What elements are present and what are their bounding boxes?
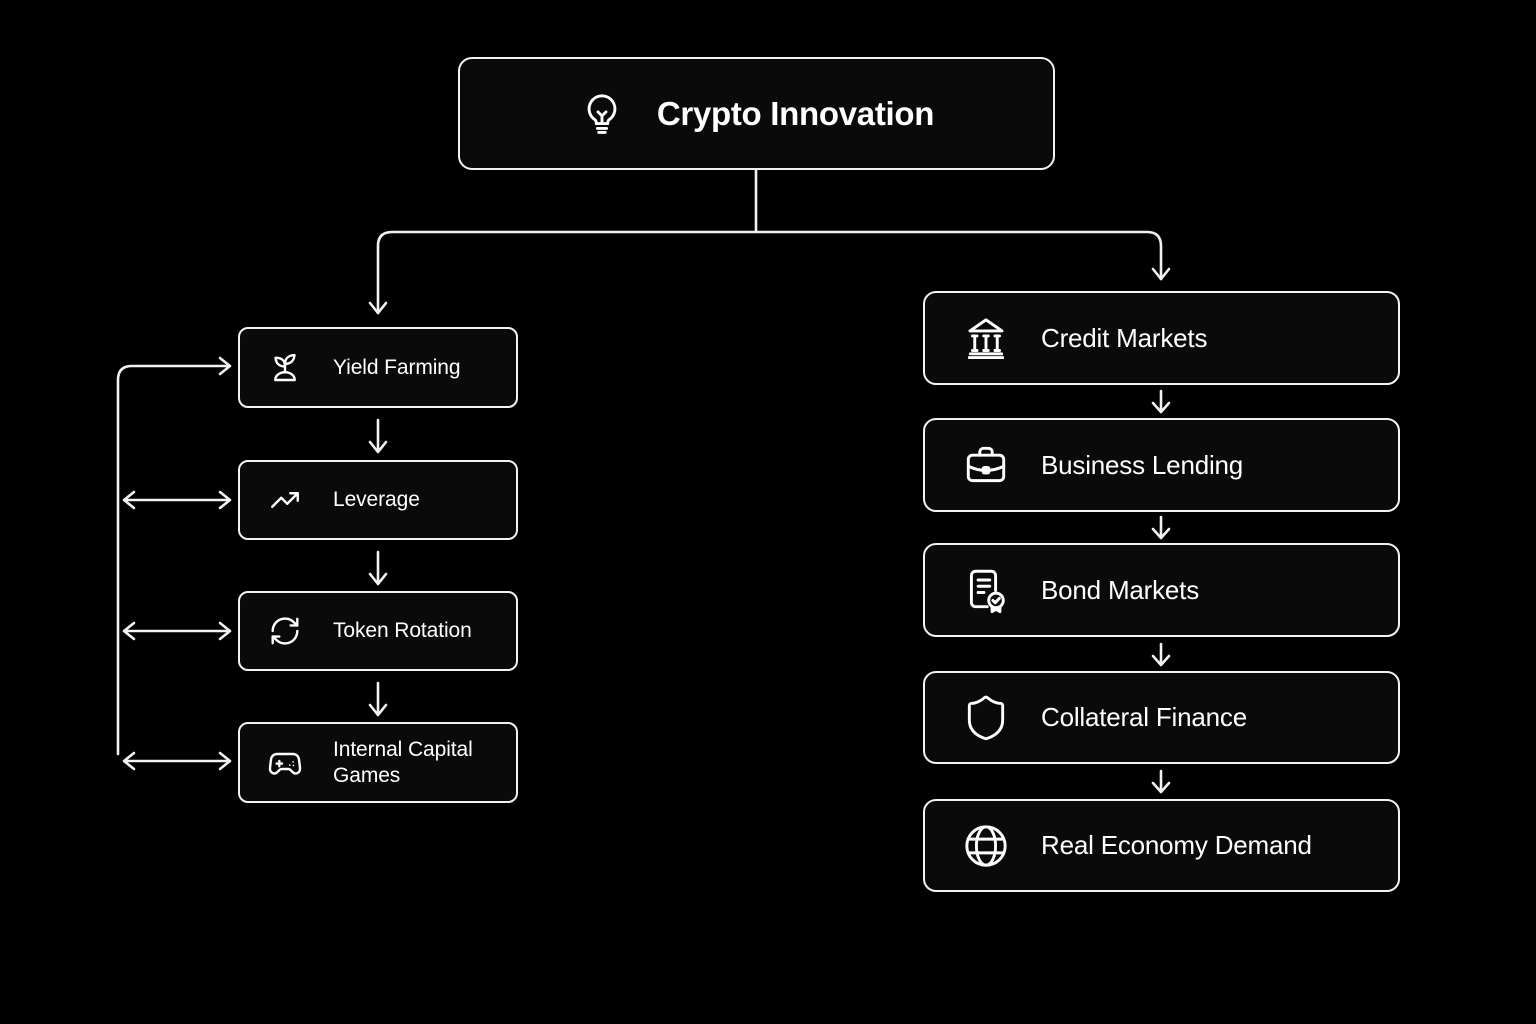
feedback-arrow-leverage xyxy=(122,490,232,510)
shield-icon xyxy=(961,693,1011,743)
node-real-economy-demand: Real Economy Demand xyxy=(923,799,1400,892)
arrow-leverage-to-token xyxy=(368,550,388,586)
briefcase-icon xyxy=(961,440,1011,490)
arrow-collateral-to-real xyxy=(1151,769,1171,794)
globe-icon xyxy=(961,821,1011,871)
connector-root-branch xyxy=(376,168,1163,315)
feedback-arrow-games xyxy=(122,751,232,771)
node-bond-markets: Bond Markets xyxy=(923,543,1400,637)
node-label: Token Rotation xyxy=(333,619,472,643)
node-yield-farming: Yield Farming xyxy=(238,327,518,408)
node-label: Collateral Finance xyxy=(1041,702,1247,732)
trending-up-icon xyxy=(267,482,303,518)
node-label: Yield Farming xyxy=(333,355,461,379)
node-label: Internal Capital Games xyxy=(333,738,473,787)
feedback-arrow-token xyxy=(122,621,232,641)
arrow-bond-to-collateral xyxy=(1151,642,1171,667)
arrow-token-to-games xyxy=(368,681,388,717)
sprout-icon xyxy=(267,350,303,386)
node-crypto-innovation: Crypto Innovation xyxy=(458,57,1055,170)
node-leverage: Leverage xyxy=(238,460,518,540)
node-collateral-finance: Collateral Finance xyxy=(923,671,1400,764)
arrowhead-branch-right xyxy=(1151,267,1171,281)
node-business-lending: Business Lending xyxy=(923,418,1400,512)
gamepad-icon xyxy=(267,745,303,781)
node-label: Business Lending xyxy=(1041,449,1244,480)
arrow-credit-to-business xyxy=(1151,389,1171,414)
arrow-yield-to-leverage xyxy=(368,418,388,454)
feedback-loop-line xyxy=(116,356,232,756)
arrowhead-branch-left xyxy=(368,301,388,315)
lightbulb-icon xyxy=(579,91,625,137)
node-credit-markets: Credit Markets xyxy=(923,291,1400,385)
node-label: Credit Markets xyxy=(1041,322,1208,353)
node-label: Crypto Innovation xyxy=(656,94,935,132)
certificate-icon xyxy=(961,565,1011,615)
node-label: Real Economy Demand xyxy=(1041,830,1312,860)
refresh-icon xyxy=(267,613,303,649)
node-internal-capital-games: Internal Capital Games xyxy=(238,722,518,803)
arrow-business-to-bond xyxy=(1151,515,1171,540)
node-label: Bond Markets xyxy=(1041,574,1200,605)
node-token-rotation: Token Rotation xyxy=(238,591,518,671)
bank-icon xyxy=(961,313,1011,363)
node-label: Leverage xyxy=(333,488,420,512)
